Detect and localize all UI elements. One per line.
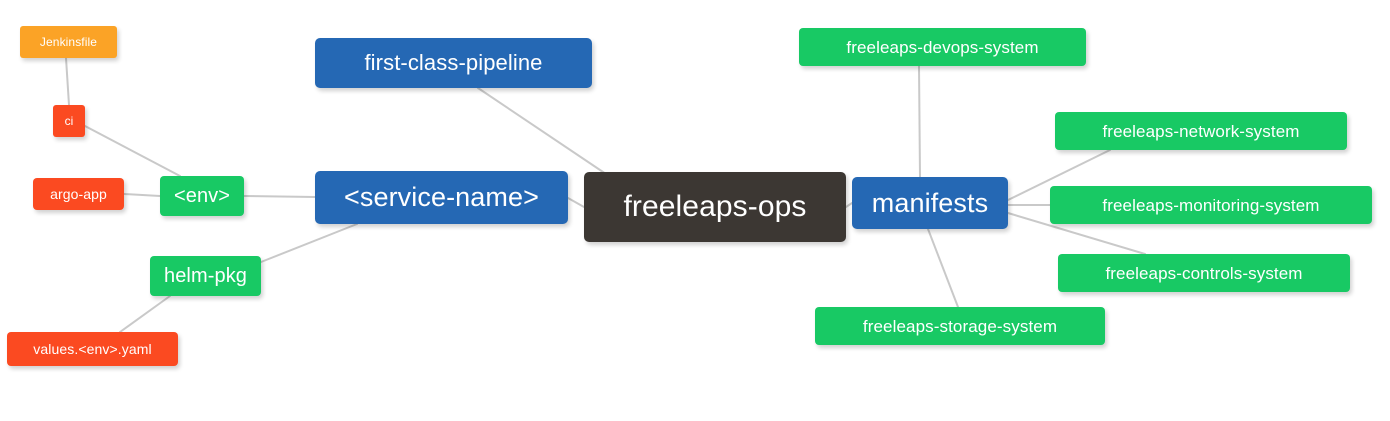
node-label-storage: freeleaps-storage-system [862,316,1058,336]
edge-env-to-ci [84,125,181,177]
node-label-controls: freeleaps-controls-system [1105,263,1303,283]
node-label-manifests: manifests [871,187,989,218]
node-manifests[interactable]: manifests [852,177,1008,229]
node-argoapp[interactable]: argo-app [33,178,124,210]
edge-root-to-service [567,197,585,208]
node-network[interactable]: freeleaps-network-system [1055,112,1347,150]
edge-service-to-env [243,195,316,198]
node-controls[interactable]: freeleaps-controls-system [1058,254,1350,292]
node-label-argoapp: argo-app [50,186,107,202]
node-jenkinsfile[interactable]: Jenkinsfile [20,26,117,58]
node-label-env: <env> [173,185,231,207]
edge-env-to-argoapp [123,193,161,197]
node-label-pipeline: first-class-pipeline [364,50,543,75]
edge-root-to-pipeline [477,87,607,175]
node-monitoring[interactable]: freeleaps-monitoring-system [1050,186,1372,224]
node-helm[interactable]: helm-pkg [150,256,261,296]
node-label-valuesyaml: values.<env>.yaml [33,341,152,357]
node-label-network: freeleaps-network-system [1102,121,1300,141]
node-ci[interactable]: ci [53,105,85,137]
node-devops[interactable]: freeleaps-devops-system [799,28,1086,66]
node-env[interactable]: <env> [160,176,244,216]
node-label-service: <service-name> [344,182,539,212]
edge-service-to-helm [260,223,358,263]
node-label-monitoring: freeleaps-monitoring-system [1102,195,1320,215]
node-service[interactable]: <service-name> [315,171,568,224]
edge-helm-to-valuesyaml [119,295,171,333]
node-label-root: freeleaps-ops [623,190,807,223]
node-storage[interactable]: freeleaps-storage-system [815,307,1105,345]
node-valuesyaml[interactable]: values.<env>.yaml [7,332,178,366]
node-pipeline[interactable]: first-class-pipeline [315,38,592,88]
node-label-helm: helm-pkg [163,265,248,287]
node-root[interactable]: freeleaps-ops [584,172,846,242]
edge-manifests-to-devops [918,65,921,178]
edge-manifests-to-storage [927,228,959,308]
edge-ci-to-jenkinsfile [65,57,70,106]
node-label-jenkinsfile: Jenkinsfile [39,35,98,49]
node-label-devops: freeleaps-devops-system [846,37,1039,57]
node-label-ci: ci [64,114,74,128]
